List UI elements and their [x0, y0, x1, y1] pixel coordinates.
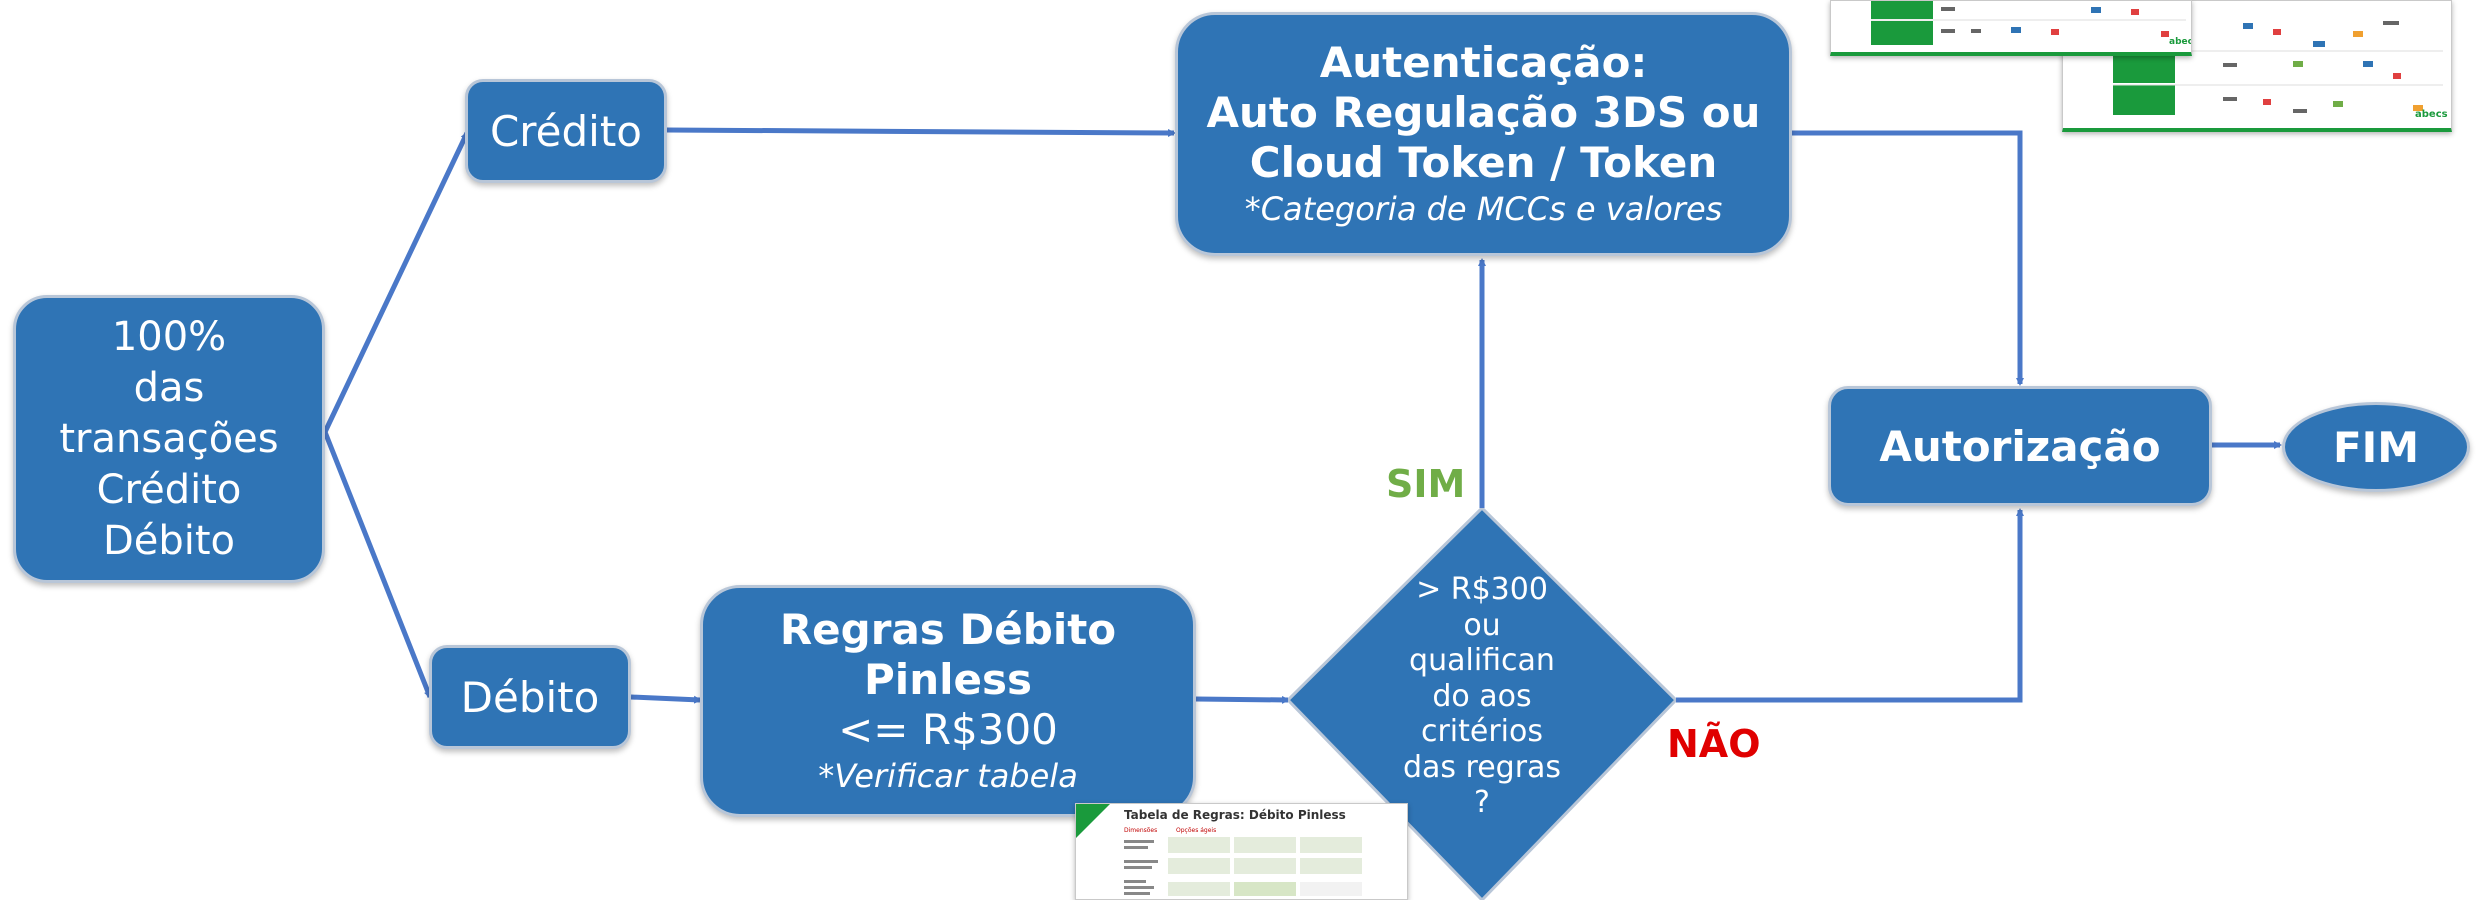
regras-value: <= R$300: [838, 705, 1058, 754]
start-line-2: das: [133, 364, 205, 411]
edge-debito-regras: [630, 694, 702, 704]
thumbnail-corner-graphic: [1076, 804, 1110, 838]
start-line-4: Crédito: [96, 466, 242, 513]
auth-title-1: Autenticação:: [1319, 38, 1648, 87]
fim-label: FIM: [2332, 422, 2420, 472]
tabela-grid: [1124, 837, 1362, 896]
debito-label: Débito: [460, 672, 600, 722]
decision-line-1: > R$300: [1416, 572, 1548, 607]
auth-note: *Categoria de MCCs e valores: [1244, 190, 1723, 228]
node-autenticacao: Autenticação: Auto Regulação 3DS ou Clou…: [1175, 12, 1792, 256]
abecs-thumbnail-front: abecs: [1830, 0, 2192, 56]
abecs-front-logo: abecs: [2169, 37, 2191, 47]
abecs-front-content: [1871, 1, 2186, 45]
edge-start-credito: [322, 131, 470, 434]
decision-line-3: qualifican: [1409, 643, 1555, 678]
node-autorizacao: Autorização: [1828, 386, 2212, 506]
regras-title-1: Regras Débito: [779, 605, 1117, 654]
auth-title-3: Cloud Token / Token: [1249, 138, 1718, 187]
node-debito: Débito: [429, 645, 631, 749]
start-line-5: Débito: [102, 517, 236, 564]
decision-line-6: das regras: [1402, 749, 1562, 785]
edge-label-sim: SIM: [1386, 462, 1466, 506]
tabela-col1: Dimensões: [1124, 827, 1158, 834]
tabela-regras-thumbnail: Tabela de Regras: Débito Pinless Dimensõ…: [1075, 803, 1408, 900]
decision-line-2: ou: [1463, 607, 1501, 643]
edge-label-nao: NÃO: [1667, 722, 1761, 766]
abecs-back-logo: abecs: [2415, 109, 2448, 120]
credito-label: Crédito: [489, 106, 642, 156]
node-fim: FIM: [2282, 402, 2470, 492]
tabela-col2: Opções ágeis: [1176, 827, 1217, 834]
regras-title-2: Pinless: [864, 655, 1032, 704]
edge-credito-auth: [666, 127, 1176, 137]
edge-auth-autorizacao: [1792, 130, 2024, 386]
decision-line-7: ?: [1474, 785, 1490, 820]
autorizacao-label: Autorização: [1879, 421, 2161, 471]
start-line-1: 100%: [111, 313, 227, 360]
node-start: 100% das transações Crédito Débito: [13, 295, 325, 583]
edge-decision-autorizacao: [1676, 508, 2024, 703]
node-regras-debito-pinless: Regras Débito Pinless <= R$300 *Verifica…: [700, 585, 1196, 817]
node-credito: Crédito: [465, 79, 667, 183]
decision-diamond: [1288, 508, 1676, 900]
start-line-3: transações: [59, 415, 279, 462]
decision-text: > R$300 ou qualifican do aos critérios d…: [1360, 572, 1604, 832]
decision-line-5: critérios: [1420, 714, 1544, 749]
tabela-title: Tabela de Regras: Débito Pinless: [1124, 808, 1346, 822]
regras-note: *Verificar tabela: [818, 757, 1078, 795]
edge-regras-decision: [1195, 695, 1290, 704]
auth-title-2: Auto Regulação 3DS ou: [1206, 88, 1761, 137]
decision-line-4: do aos: [1432, 678, 1532, 714]
edge-start-debito: [322, 431, 433, 699]
